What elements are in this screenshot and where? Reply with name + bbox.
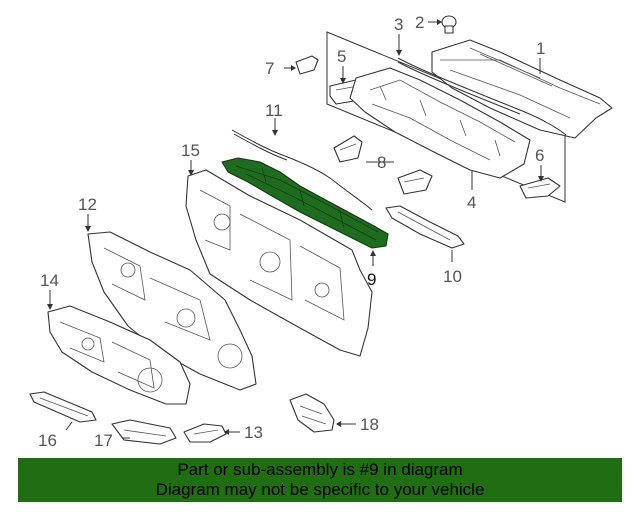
- callout-3: 3: [394, 15, 403, 34]
- part-10-brace[interactable]: [385, 205, 465, 262]
- part-17-pad[interactable]: [111, 419, 177, 445]
- callout-8: 8: [377, 153, 386, 172]
- part-12-insulator[interactable]: [85, 214, 257, 391]
- part-3-seal-strip[interactable]: [396, 34, 567, 136]
- part-8-bracket[interactable]: [366, 161, 433, 195]
- part-2-clip[interactable]: [428, 15, 457, 34]
- callout-15: 15: [181, 141, 200, 160]
- part-16-strip[interactable]: [29, 391, 97, 431]
- part-18-bracket[interactable]: [289, 393, 356, 433]
- callout-2: 2: [415, 13, 424, 32]
- callout-12: 12: [78, 195, 97, 214]
- part-info-banner: Part or sub-assembly is #9 in diagram Di…: [18, 458, 622, 502]
- callout-9: 9: [367, 270, 376, 289]
- callout-4: 4: [467, 193, 476, 212]
- part-15-dash-panel[interactable]: [185, 160, 373, 357]
- callout-6: 6: [535, 146, 544, 165]
- parts-diagram: 1 2 3 4 5 6 7 8 9 10 11 12 13 14 15 16 1…: [29, 13, 613, 450]
- banner-line-2: Diagram may not be specific to your vehi…: [155, 480, 485, 499]
- part-11-cable[interactable]: [231, 118, 373, 211]
- part-6-bracket[interactable]: [519, 165, 561, 199]
- part-7-bracket[interactable]: [284, 55, 319, 75]
- part-1-cowl-top-panel[interactable]: [431, 39, 613, 139]
- callout-16: 16: [38, 431, 57, 450]
- part-9-highlighted-reinforcement[interactable]: [221, 157, 389, 266]
- callout-7: 7: [265, 59, 274, 78]
- cowl-panel-body: [349, 67, 531, 179]
- callout-5: 5: [337, 47, 346, 66]
- callout-1: 1: [536, 39, 545, 58]
- callout-18: 18: [360, 415, 379, 434]
- callout-11: 11: [265, 101, 283, 120]
- part-14-silencer-pad[interactable]: [47, 290, 191, 405]
- banner-line-1: Part or sub-assembly is #9 in diagram: [177, 460, 463, 479]
- callout-14: 14: [40, 271, 59, 290]
- part-13-bracket[interactable]: [183, 423, 240, 443]
- callout-10: 10: [443, 267, 462, 286]
- part-bracket-upper: [333, 135, 363, 163]
- callout-13: 13: [244, 423, 263, 442]
- callout-17: 17: [94, 431, 113, 450]
